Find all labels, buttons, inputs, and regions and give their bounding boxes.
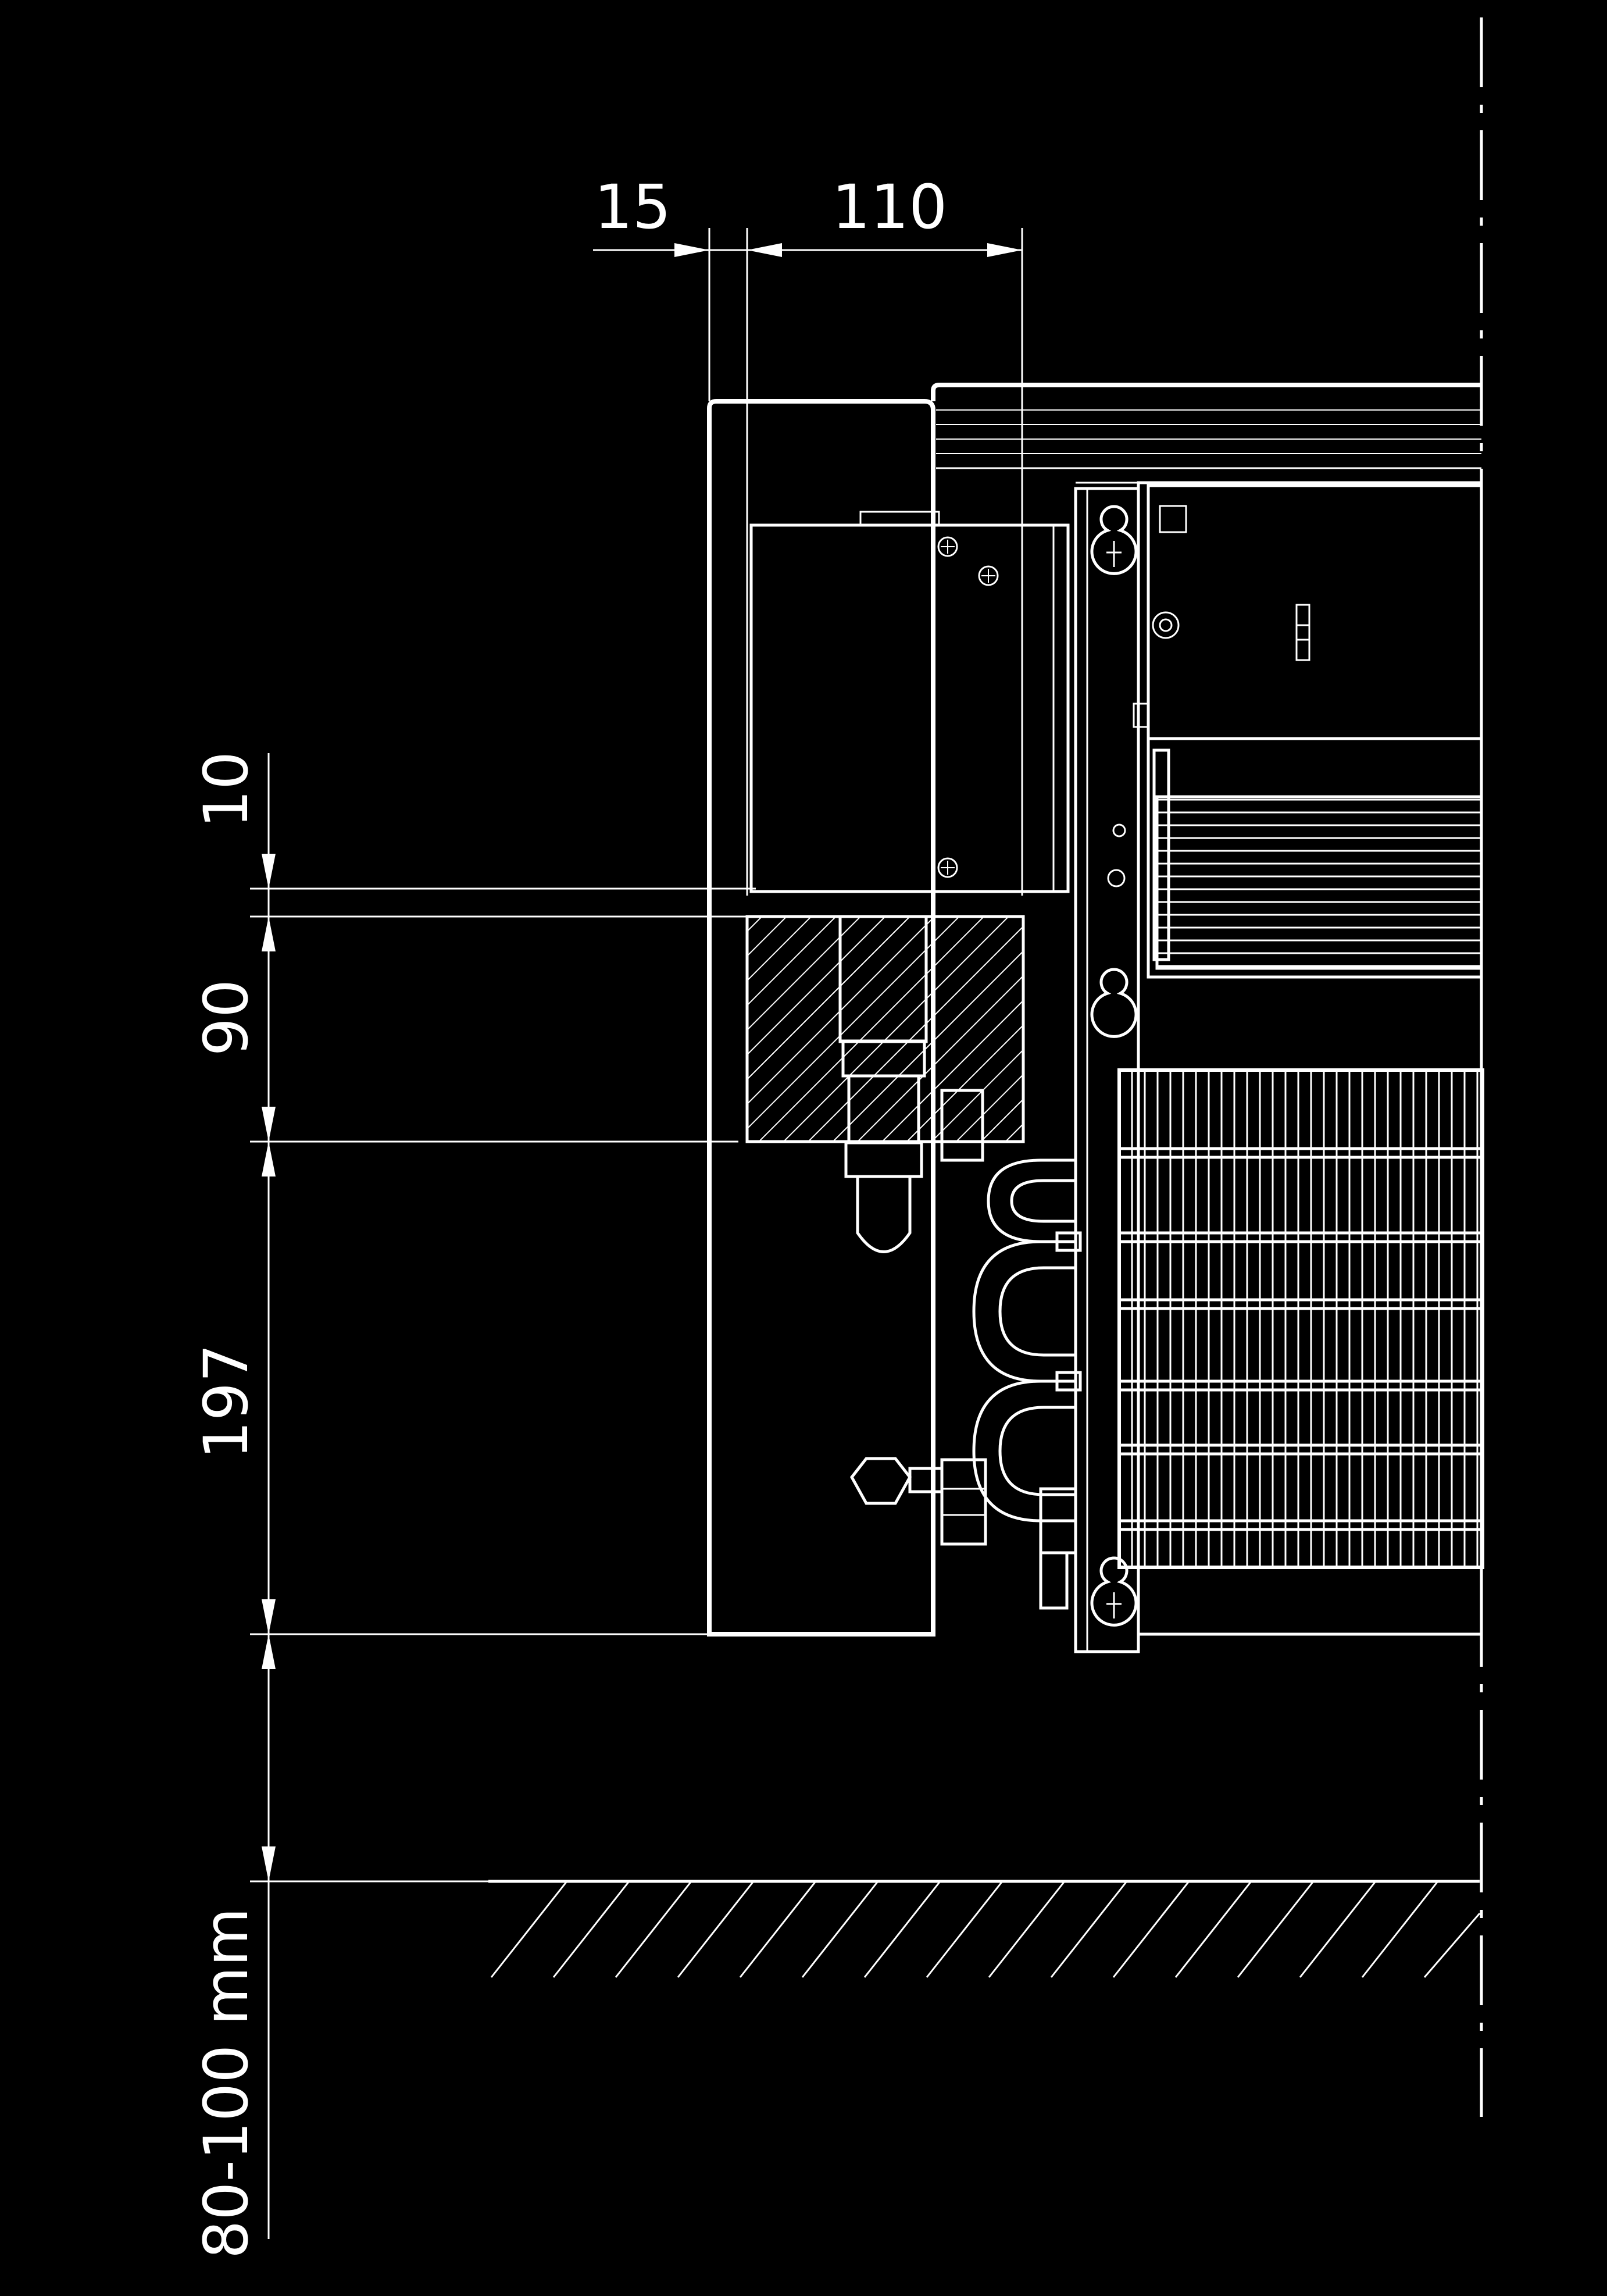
keyhole-middle [1090, 968, 1138, 1038]
lower-valve-body [940, 1458, 987, 1546]
dim-label-197: 197 [191, 1344, 262, 1460]
arrow-90-bottom [262, 1107, 276, 1142]
enclosure-outline [707, 399, 935, 1637]
pipe-bend-1 [987, 1158, 1076, 1243]
arrow-floor-bottom [262, 1846, 276, 1881]
valve-hex-nut [850, 1457, 912, 1505]
arrow-197-bottom [262, 1599, 276, 1634]
floor-section [488, 1880, 1481, 1978]
dim-label-90: 90 [191, 979, 262, 1056]
fan-bracket [1133, 703, 1149, 728]
exchanger-fins [1117, 1068, 1484, 1569]
valve-cap [856, 1175, 912, 1253]
dim-label-110: 110 [832, 172, 948, 243]
keyhole-mounts [1090, 505, 1138, 1627]
keyhole-top [1090, 505, 1138, 575]
arrow-15-left [674, 243, 709, 257]
fan-unit [1107, 484, 1483, 979]
arrow-110-right [987, 243, 1022, 257]
arrow-floor-top [262, 1634, 276, 1669]
dim-label-10: 10 [191, 751, 262, 828]
screw-1 [937, 536, 958, 557]
fan-bearing [1107, 869, 1126, 887]
arrow-110-left [747, 243, 782, 257]
heat-exchanger [1117, 1068, 1484, 1569]
fan-motor-tab [1159, 505, 1187, 533]
horizontal-dimensions: 15 110 [593, 172, 1023, 896]
pipe-bend-2 [972, 1240, 1076, 1383]
lower-valve [850, 1457, 1077, 1610]
pipe-bends [972, 1158, 1082, 1523]
arrow-10-top [262, 854, 276, 889]
fan-shaft-guard [1152, 748, 1170, 961]
dim-label-15: 15 [594, 172, 671, 243]
pipe-collar-1 [1055, 1231, 1082, 1252]
valve-tail [844, 1141, 923, 1178]
control-box-tab [859, 511, 940, 526]
dim-label-floor: 80-100 mm [191, 1908, 262, 2259]
fan-motor-screw [1152, 611, 1180, 639]
pipe-bend-3 [972, 1379, 1076, 1523]
hatched-area [745, 915, 1025, 1143]
fan-motor-box [1147, 484, 1483, 740]
vertical-dimensions: 10 90 197 80-100 mm [191, 751, 756, 2259]
fan-switch [1295, 604, 1310, 661]
pipe-bend-2-inner [998, 1266, 1076, 1357]
top-cover [931, 383, 1481, 401]
valve-zone [745, 915, 1025, 1253]
floor-hatching [490, 1881, 1481, 1978]
control-box-body [749, 523, 1070, 893]
lower-valve-drain [1039, 1551, 1069, 1610]
pipe-bend-3-inner [998, 1406, 1076, 1496]
arrow-197-top [262, 1142, 276, 1176]
fan-rotor [1155, 795, 1483, 970]
valve-side-connector [940, 1089, 984, 1162]
screw-3 [937, 857, 958, 878]
control-box [749, 511, 1070, 893]
arrow-10-bottom [262, 917, 276, 951]
pipe-bend-1-inner [1010, 1179, 1076, 1223]
keyhole-bottom [1090, 1556, 1138, 1627]
screw-2 [978, 565, 999, 586]
lower-valve-stem [908, 1467, 944, 1493]
fan-bearing-2 [1112, 823, 1126, 837]
pipe-collar-2 [1055, 1371, 1082, 1392]
